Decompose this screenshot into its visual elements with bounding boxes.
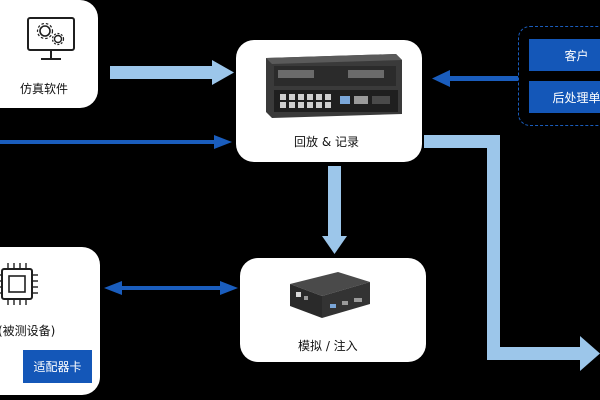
client-tag[interactable]: 客户 — [529, 39, 600, 71]
chip-icon — [0, 263, 38, 305]
arrow-replay-to-output — [424, 135, 600, 371]
arrow-sim-to-replay — [110, 60, 234, 85]
post-processing-tag[interactable]: 后处理单 — [529, 81, 600, 113]
sim-inject-label: 模拟 / 注入 — [298, 339, 358, 353]
arrow-client-to-replay — [432, 70, 518, 87]
sim-software-card[interactable]: 仿真软件 — [0, 0, 98, 108]
sim-inject-card[interactable]: 模拟 / 注入 — [240, 258, 426, 362]
arrow-dut-inject-bidirectional — [104, 281, 238, 295]
arrow-replay-to-inject — [322, 166, 347, 254]
arrow-left-line-to-replay — [0, 135, 232, 149]
rack-server-device — [266, 54, 402, 118]
adapter-card-tag[interactable]: 适配器卡 — [23, 350, 92, 383]
replay-record-label: 回放 & 记录 — [294, 135, 359, 149]
box-device — [290, 272, 370, 318]
client-group: 客户 后处理单 — [518, 26, 600, 126]
monitor-gears-icon — [27, 17, 75, 60]
dut-label: (被测设备) — [0, 324, 56, 338]
replay-record-card[interactable]: 回放 & 记录 — [236, 40, 422, 162]
dut-card[interactable]: (被测设备) 适配器卡 — [0, 247, 100, 395]
sim-software-label: 仿真软件 — [20, 82, 69, 96]
